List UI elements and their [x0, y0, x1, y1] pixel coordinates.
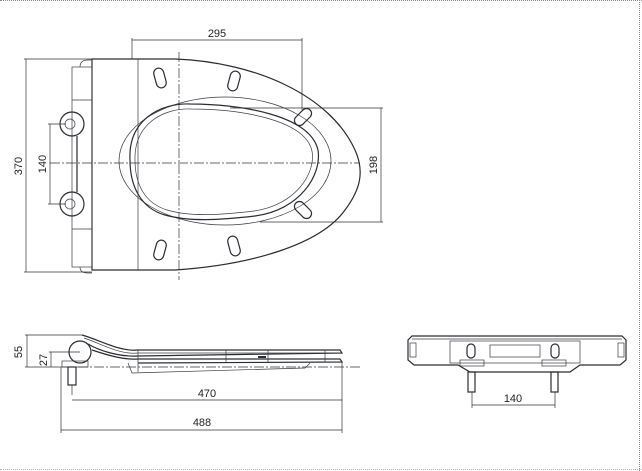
hinge-bar	[71, 66, 93, 268]
dim-label-488: 488	[193, 417, 211, 429]
dimension-198: 198	[230, 107, 383, 223]
side-view: 55 27 470 488	[13, 334, 360, 433]
rear-screw-left	[467, 371, 476, 393]
dim-label-55: 55	[13, 346, 25, 358]
seat-opening	[129, 103, 320, 221]
seat-underside	[127, 362, 311, 374]
dim-label-295: 295	[208, 28, 226, 40]
bumper-slot	[227, 70, 241, 92]
dimension-55: 55	[13, 334, 82, 368]
profile-marker	[258, 356, 266, 358]
bumper-slot	[227, 235, 241, 257]
bumper-slot	[293, 200, 313, 220]
dim-label-370: 370	[13, 157, 25, 175]
seat-opening-inner	[134, 108, 313, 215]
dim-label-470: 470	[198, 388, 216, 400]
bumper-slot	[153, 239, 167, 261]
lid-profile	[91, 349, 344, 364]
bumper-slot	[153, 67, 167, 89]
dim-label-140-rear: 140	[504, 393, 522, 405]
dimension-295: 295	[131, 28, 303, 110]
dimension-470: 470	[72, 362, 343, 403]
dimension-140-rear: 140	[471, 392, 556, 408]
seat-profile-top	[81, 334, 344, 357]
bumper-slot	[293, 107, 313, 127]
rear-center-panel	[449, 340, 581, 364]
rear-hinge-cover	[489, 344, 541, 358]
frame-border-right	[639, 0, 640, 471]
frame-border-bottom	[0, 469, 642, 470]
opening-rim-outer	[118, 96, 332, 226]
rear-bolt-right-icon	[550, 343, 560, 359]
rear-side-left	[409, 342, 417, 358]
hinge-bolt-top-inner	[64, 118, 76, 130]
dim-label-140-top: 140	[37, 155, 49, 173]
dim-label-27: 27	[38, 354, 50, 366]
rear-screw-right	[550, 371, 559, 393]
dimension-370: 370	[13, 58, 92, 273]
seat-profile-line	[83, 337, 340, 354]
seat-outline	[91, 58, 361, 271]
dimension-27: 27	[38, 351, 80, 367]
rear-bracket-left	[459, 359, 485, 367]
dimension-140-top: 140	[37, 123, 66, 205]
dim-label-198: 198	[368, 156, 380, 174]
dimension-488: 488	[60, 367, 343, 433]
hinge-cap-top	[79, 59, 92, 68]
hinge-bolt-bottom-inner	[64, 198, 76, 210]
hinge-assembly	[59, 59, 93, 274]
rear-side-right	[617, 342, 625, 358]
rear-bolt-left-icon	[466, 343, 476, 359]
bumper-slots	[153, 67, 313, 261]
frame-border-top	[0, 0, 642, 1]
rear-outline	[407, 335, 627, 373]
rear-view: 140	[407, 335, 627, 408]
top-view: 295 370 140 198	[13, 28, 383, 280]
hinge-bolt-icon	[67, 366, 77, 386]
rear-bracket-right	[541, 359, 567, 367]
